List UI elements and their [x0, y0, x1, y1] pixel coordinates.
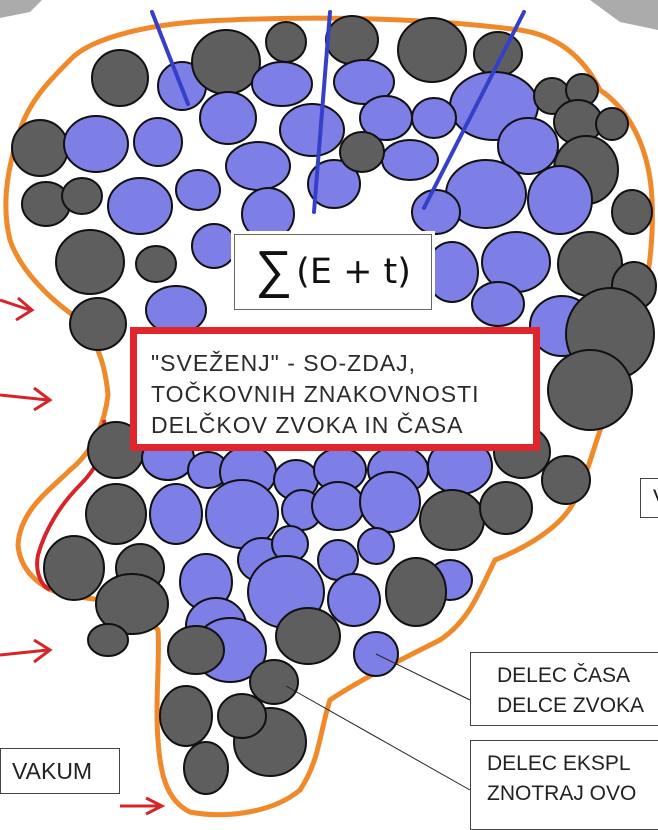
time-particle-65 [419, 489, 485, 551]
sound-particle-22 [497, 117, 559, 175]
time-particle-88 [167, 625, 225, 675]
time-particle-67 [43, 535, 105, 601]
red-arrow-2 [0, 386, 53, 412]
red-arrow-1 [0, 296, 35, 322]
time-particle-66 [479, 481, 533, 535]
time-particle-line1: DELEC ČASA [497, 664, 631, 687]
red-arrows [0, 296, 166, 816]
time-particle-84 [249, 659, 299, 705]
time-particle-14 [11, 119, 69, 177]
time-particle-86 [183, 741, 229, 795]
blue-lines [150, 10, 526, 214]
sound-particle-29 [307, 159, 361, 209]
sound-particle-35 [241, 187, 295, 241]
connector-lines [285, 653, 471, 791]
sound-particle-34 [411, 189, 461, 235]
blue-line-left [150, 10, 190, 106]
time-particle-30 [339, 131, 385, 173]
time-particle-38 [135, 245, 177, 283]
sound-particle-4 [251, 61, 313, 107]
time-particle-76 [95, 573, 169, 635]
particle-field [11, 15, 657, 795]
right-edge-label: V [640, 478, 658, 518]
time-particle-75 [385, 557, 447, 627]
time-particle-48 [547, 349, 633, 431]
time-particle-89 [87, 623, 129, 657]
time-particle-13 [595, 107, 629, 141]
sound-particle-28 [225, 141, 291, 191]
sound-particle-16 [133, 117, 183, 167]
sound-particle-21 [381, 139, 439, 181]
bundle-description-line3: DELČKOV ZVOKA IN ČASA [151, 412, 464, 438]
corner-smudge-left [0, 0, 42, 18]
explosion-particle-line1: DELEC EKSPL [487, 752, 631, 775]
sound-particle-64 [359, 471, 421, 533]
connector-time-particle [375, 653, 471, 701]
sound-particle-60 [149, 483, 203, 545]
time-particle-2 [191, 29, 261, 95]
sound-particle-20 [411, 97, 457, 139]
time-particle-37 [55, 229, 125, 295]
sound-particle-39 [425, 241, 479, 303]
time-particle-81 [275, 607, 341, 665]
bundle-description-line2: TOČKOVNIH ZNAKOVNOSTI [151, 381, 480, 407]
time-particle-59 [85, 483, 147, 545]
time-particle-3 [265, 21, 307, 63]
sound-particle-31 [527, 165, 593, 235]
sound-particle-63 [311, 481, 365, 531]
sound-particle-26 [107, 177, 173, 235]
sound-particle-17 [199, 91, 257, 145]
sound-particle-27 [175, 169, 221, 211]
time-particle-0 [91, 49, 149, 107]
blue-line-right [422, 10, 526, 210]
bundle-description-label: "SVEŽENJ" - SO-ZDAJ, TOČKOVNIH ZNAKOVNOS… [130, 327, 540, 451]
time-particle-32 [611, 189, 653, 235]
time-particle-label: DELEC ČASA DELCE ZVOKA [470, 652, 658, 726]
sound-particle-73 [357, 527, 395, 565]
time-particle-58 [541, 455, 591, 505]
time-particle-5 [325, 15, 379, 65]
time-particle-83 [159, 685, 213, 747]
explosion-particle-line2: ZNOTRAJ OVO [487, 782, 637, 805]
connector-expl-particle [285, 685, 471, 791]
time-particle-43 [69, 297, 127, 351]
formula-expression: (E + t) [296, 252, 411, 292]
sigma-icon: ∑ [255, 240, 293, 300]
vacuum-label: VAKUM [0, 748, 120, 794]
sound-particle-79 [327, 573, 381, 627]
sound-particle-36 [191, 223, 237, 269]
energy-time-sum-formula: ∑ (E + t) [234, 234, 432, 310]
explosion-particle-label: DELEC EKSPL ZNOTRAJ OVO [470, 740, 658, 830]
sound-particle-18 [279, 103, 345, 157]
blue-line-middle [312, 10, 332, 214]
sound-particle-15 [63, 115, 129, 173]
sound-particle-45 [471, 281, 525, 327]
corner-smudge-right [590, 0, 658, 30]
red-arrow-4 [120, 796, 166, 816]
sound-particle-6 [333, 59, 395, 105]
red-arrow-3 [0, 638, 53, 664]
time-particle-8 [473, 31, 523, 77]
time-particle-25 [61, 177, 103, 215]
bundle-description-line1: "SVEŽENJ" - SO-ZDAJ, [151, 350, 417, 376]
time-particle-87 [217, 693, 267, 739]
time-particle-7 [397, 17, 467, 83]
time-particle-line2: DELCE ZVOKA [497, 694, 645, 717]
